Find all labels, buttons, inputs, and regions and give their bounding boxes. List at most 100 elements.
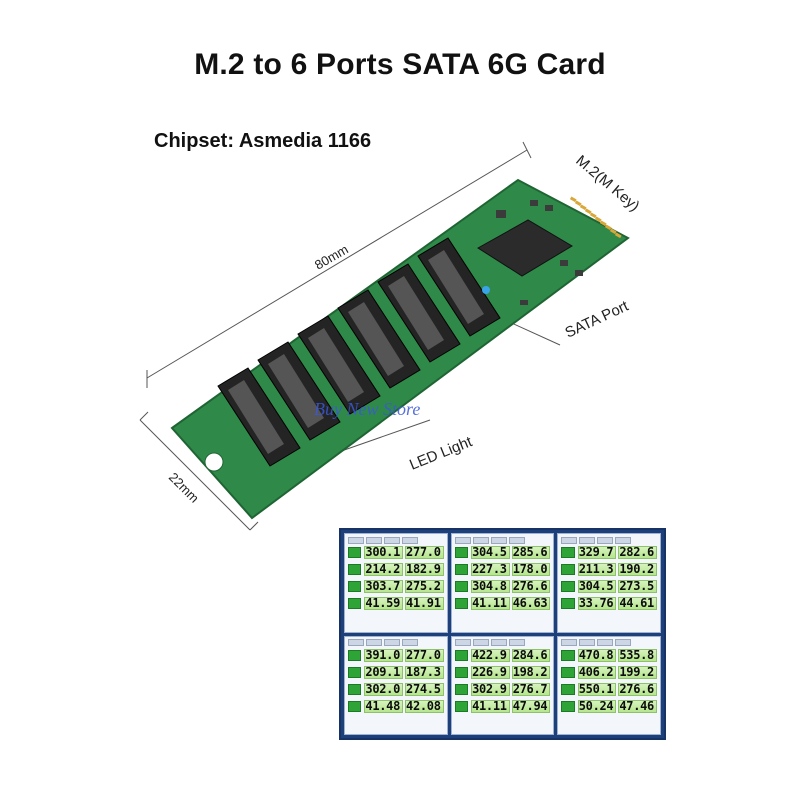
write-value: 46.63 xyxy=(511,597,551,610)
panel-toolbar xyxy=(454,639,551,647)
write-value: 275.2 xyxy=(405,580,444,593)
write-value: 285.6 xyxy=(511,546,551,559)
read-value: 391.0 xyxy=(364,648,404,662)
mounting-notch xyxy=(204,452,224,472)
toolbar-control xyxy=(579,536,596,544)
panel-toolbar xyxy=(454,536,551,544)
write-value: 276.6 xyxy=(618,682,657,696)
test-button xyxy=(454,598,469,609)
toolbar-control xyxy=(615,536,632,544)
read-value: 329.7 xyxy=(577,546,617,559)
panel-toolbar xyxy=(348,639,444,647)
write-value: 42.08 xyxy=(405,699,444,713)
read-value: 214.2 xyxy=(364,563,404,576)
toolbar-control xyxy=(597,639,614,646)
test-button xyxy=(348,564,362,575)
asmedia-chip xyxy=(477,219,573,277)
test-button xyxy=(561,700,575,712)
test-button xyxy=(561,547,575,558)
read-value: 470.8 xyxy=(577,648,617,662)
test-button xyxy=(561,683,575,695)
write-value: 199.2 xyxy=(618,665,657,679)
toolbar-control xyxy=(402,639,418,646)
read-value: 50.24 xyxy=(577,699,617,713)
test-button xyxy=(348,666,362,678)
write-value: 198.2 xyxy=(511,665,551,679)
write-value: 276.6 xyxy=(511,580,551,593)
read-value: 550.1 xyxy=(577,682,617,696)
panel-toolbar xyxy=(561,536,657,544)
led-light-label: LED Light xyxy=(407,433,475,474)
write-value: 274.5 xyxy=(405,682,444,696)
test-button xyxy=(561,649,575,661)
test-button xyxy=(454,564,469,575)
toolbar-control xyxy=(366,639,382,646)
page-title: M.2 to 6 Ports SATA 6G Card xyxy=(194,48,606,81)
toolbar-control xyxy=(615,639,632,646)
test-button xyxy=(348,581,362,592)
toolbar-control xyxy=(472,536,489,544)
read-value: 302.9 xyxy=(471,682,510,696)
toolbar-control xyxy=(384,639,400,646)
test-button xyxy=(348,683,362,695)
test-button xyxy=(454,649,469,661)
toolbar-control xyxy=(472,639,489,646)
toolbar-control xyxy=(561,536,578,544)
toolbar-control xyxy=(366,536,382,544)
toolbar-control xyxy=(561,639,578,646)
toolbar-control xyxy=(490,639,507,646)
test-button xyxy=(454,700,469,712)
test-button xyxy=(348,598,362,609)
write-value: 535.8 xyxy=(618,648,657,662)
write-value: 190.2 xyxy=(618,563,657,576)
read-value: 209.1 xyxy=(364,665,404,679)
toolbar-control xyxy=(579,639,596,646)
toolbar-control xyxy=(508,536,525,544)
toolbar-control xyxy=(454,639,471,646)
watermark: Buy New Store xyxy=(314,399,420,419)
m2-gold-fingers xyxy=(569,196,622,239)
write-value: 187.3 xyxy=(405,665,444,679)
read-value: 41.11 xyxy=(471,597,510,610)
write-value: 44.61 xyxy=(618,597,657,610)
test-button xyxy=(348,649,362,661)
read-value: 302.0 xyxy=(364,682,404,696)
read-value: 33.76 xyxy=(577,597,617,610)
read-value: 41.11 xyxy=(471,699,510,713)
test-button xyxy=(561,581,575,592)
write-value: 41.91 xyxy=(405,597,444,610)
smd-components xyxy=(496,200,583,305)
read-value: 227.3 xyxy=(471,563,510,576)
status-led-blue xyxy=(482,286,490,294)
panel-toolbar xyxy=(348,536,444,544)
write-value: 282.6 xyxy=(618,546,657,559)
read-value: 304.8 xyxy=(471,580,510,593)
write-value: 284.6 xyxy=(511,648,551,662)
read-value: 226.9 xyxy=(471,665,510,679)
write-value: 47.94 xyxy=(511,699,551,713)
write-value: 277.0 xyxy=(405,648,444,662)
